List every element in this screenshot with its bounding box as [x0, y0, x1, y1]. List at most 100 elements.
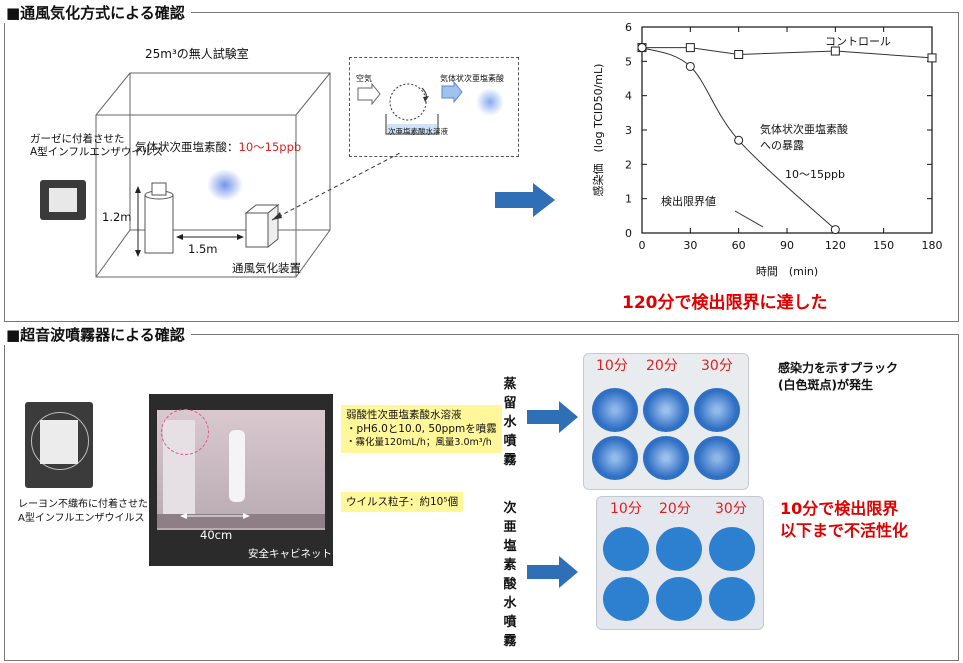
solution-line3: ・霧化量120mL/h；風量3.0m³/h — [346, 437, 492, 448]
solution-line1: 弱酸性次亜塩素酸水溶液 — [346, 409, 462, 421]
inset-air-label: 空気 — [356, 74, 372, 83]
distilled-water-label: 蒸留水噴霧 — [502, 375, 518, 470]
gauze-label-line1: ガーゼに付着させた — [30, 133, 125, 145]
x-tick-label: 180 — [922, 239, 943, 252]
y-tick-label: 5 — [625, 55, 632, 68]
arrow-to-water-plate — [527, 401, 578, 433]
test-room-diagram — [95, 72, 331, 278]
y-tick-label: 2 — [625, 158, 632, 171]
detection-limit-leader — [734, 210, 764, 228]
hypo_label-char: 素 — [503, 558, 517, 573]
plaque-note-line2: (白色斑点)が発生 — [778, 378, 873, 392]
rayon-label: レーヨン不織布に付着させた A型インフルエンザウイルス — [18, 498, 148, 526]
plate-well — [656, 527, 702, 571]
device-inset — [349, 57, 519, 157]
x-tick-label: 30 — [683, 239, 697, 252]
exposure-point — [637, 43, 647, 53]
inset-solution-label: 次亜塩素酸水溶液 — [388, 127, 448, 136]
plate-well — [603, 577, 649, 621]
plate-well — [694, 388, 740, 432]
annotation-exposure-line1: 気体状次亜塩素酸 — [760, 122, 848, 136]
plate2-time-10: 10分 — [610, 501, 642, 517]
water_label-char: 噴 — [503, 434, 517, 449]
x-tick-label: 90 — [780, 239, 794, 252]
section1-title: ■通風気化方式による確認 — [4, 2, 191, 23]
plate1-time-30: 30分 — [701, 358, 733, 374]
plate-well — [592, 436, 638, 480]
x-axis-label: 時間 (min) — [756, 265, 818, 278]
hypo_label-char: 塩 — [503, 539, 517, 554]
room-label: 25m³の無人試験室 — [145, 47, 249, 61]
plate1-time-10: 10分 — [596, 358, 628, 374]
hypo_label-char: 水 — [503, 596, 517, 611]
control-point — [927, 53, 937, 63]
chart-series — [637, 43, 937, 235]
hypo_label-char: 次 — [503, 501, 517, 516]
legend-control: コントロール — [825, 35, 891, 48]
cabinet-distance-label: 40cm — [200, 528, 233, 542]
x-tick-label: 0 — [639, 239, 646, 252]
hypochlorous-water-label: 次亜塩素酸水噴霧 — [502, 499, 518, 651]
exposure-point — [734, 135, 744, 145]
plate-well — [643, 436, 689, 480]
virus-particles: ウイルス粒子：約10⁵個 — [341, 492, 464, 512]
section2-result-line2: 以下まで不活性化 — [780, 521, 909, 540]
control-point — [830, 46, 840, 56]
control-point — [685, 43, 695, 53]
section2-result: 10分で検出限界 以下まで不活性化 — [780, 498, 908, 542]
water_label-char: 霧 — [503, 453, 517, 468]
annotation-exposure-value: 10～15ppb — [785, 168, 845, 181]
plate2-time-20: 20分 — [659, 501, 691, 517]
solution-conditions: 弱酸性次亜塩素酸水溶液 ・pH6.0と10.0, 50ppmを噴霧 ・霧化量12… — [341, 405, 502, 453]
plate1-time-20: 20分 — [646, 358, 678, 374]
plate-well — [656, 577, 702, 621]
solution-line2: ・pH6.0と10.0, 50ppmを噴霧 — [346, 423, 497, 435]
distilled-water-plate — [583, 353, 749, 490]
gas-label: 気体状次亜塩素酸： — [135, 140, 239, 154]
hypo_label-char: 噴 — [503, 615, 517, 630]
height-label: 1.2m — [102, 210, 132, 224]
annotation-exposure-line2: への暴露 — [760, 139, 804, 152]
plate-well — [694, 436, 740, 480]
result-arrow — [495, 183, 555, 217]
inset-gas-label: 気体状次亜塩素酸 — [440, 74, 504, 83]
water_label-char: 留 — [503, 396, 517, 411]
y-tick-label: 3 — [625, 124, 632, 137]
section2-result-line1: 10分で検出限界 — [780, 499, 899, 518]
gas-concentration: 気体状次亜塩素酸：10～15ppb — [135, 139, 301, 155]
x-tick-label: 120 — [825, 239, 846, 252]
plaque-note: 感染力を示すプラック (白色斑点)が発生 — [778, 360, 898, 394]
section2-panel — [4, 334, 959, 661]
plate-well — [709, 527, 755, 571]
section1-result: 120分で検出限界に達した — [622, 293, 828, 313]
exposure-point — [685, 61, 695, 71]
plate-well — [643, 388, 689, 432]
gauze-sample-photo — [40, 180, 86, 220]
section2-title: ■超音波噴霧器による確認 — [4, 324, 191, 345]
exposure-point — [830, 225, 840, 235]
exposure-line — [641, 47, 836, 230]
control-line — [642, 47, 933, 59]
y-axis-label: 感染価 (log TCID50/mL) — [591, 64, 605, 197]
control-point — [734, 49, 744, 59]
annotation-detection-limit: 検出限界値 — [661, 194, 716, 208]
device-label: 通風気化装置 — [232, 261, 301, 275]
y-tick-label: 0 — [625, 227, 632, 240]
water_label-char: 蒸 — [503, 377, 517, 392]
device-inset-drawing — [357, 80, 504, 135]
hypo_label-char: 霧 — [503, 634, 517, 649]
hypochlorous-plate — [596, 496, 764, 630]
gas-value: 10～15ppb — [238, 140, 302, 154]
inset-leader-line — [271, 152, 401, 221]
hypo_label-char: 酸 — [503, 577, 517, 592]
x-tick-label: 150 — [873, 239, 894, 252]
y-tick-label: 4 — [625, 90, 632, 103]
cabinet-distance-arrow — [180, 513, 250, 519]
rayon-label-line2: A型インフルエンザウイルス — [18, 513, 145, 524]
gauze-label: ガーゼに付着させた A型インフルエンザウイルス — [30, 133, 163, 159]
water_label-char: 水 — [503, 415, 517, 430]
plate2-time-30: 30分 — [715, 501, 747, 517]
section1-panel — [4, 12, 959, 322]
